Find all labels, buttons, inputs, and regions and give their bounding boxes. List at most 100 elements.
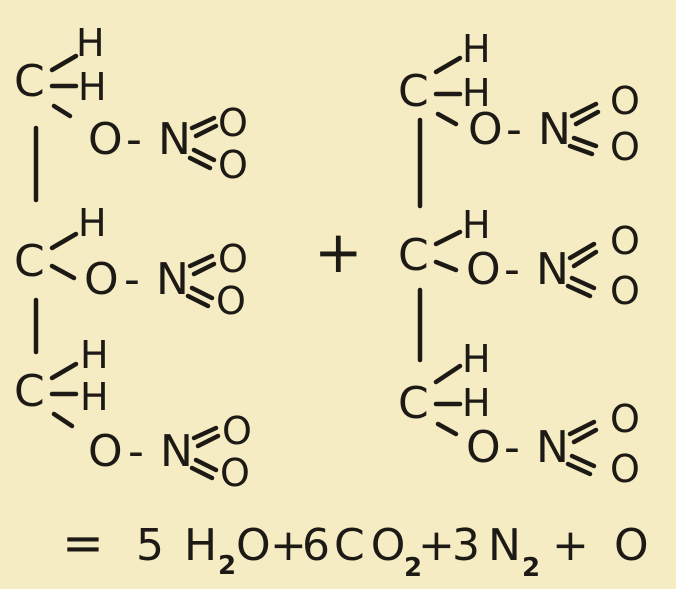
left-hydrogen-3a: H [80, 333, 109, 377]
left-bond-c1-o [51, 103, 73, 119]
left-dash-2: - [124, 254, 140, 305]
right-carbon-2: C [398, 230, 429, 281]
left-bond-n3-o-upper-b [195, 433, 221, 449]
product-water-formula: H [184, 520, 217, 571]
product-co2-subscript: 2 [404, 553, 422, 583]
left-bond-n2-o-upper-b [191, 261, 217, 277]
right-bond-n3-o-lower-b [565, 461, 593, 477]
right-dash-3: - [504, 422, 520, 473]
right-bond-c1-o [435, 111, 459, 127]
molecule-left: C H H O - N O O C H O - N O O C [14, 21, 252, 495]
right-bond-n2-o-upper-b [571, 249, 599, 269]
plus-sign: + [314, 218, 363, 286]
product-co2-coefficient: 6 [302, 520, 330, 571]
product-water-coefficient: 5 [136, 520, 164, 571]
left-bond-c1-h-upper [49, 53, 79, 73]
right-hydrogen-3b: H [462, 381, 491, 425]
right-nitro-oxygen-1a: O [610, 79, 640, 123]
right-bond-c2-o [433, 259, 459, 273]
left-bond-n2-o-lower-b [185, 293, 211, 309]
right-bond-n1-o-upper-b [573, 109, 601, 127]
right-bond-n2-o-upper-a [567, 241, 597, 261]
product-n2-formula: N [488, 520, 521, 571]
left-oxygen-2: O [84, 254, 119, 305]
left-bond-n1-o-lower-b [187, 155, 213, 171]
right-bond-c3-o [435, 421, 459, 437]
left-bond-c2-h [49, 231, 79, 251]
right-bond-n1-o-lower-b [567, 143, 595, 157]
left-bond-n3-o-upper-a [191, 425, 219, 441]
right-nitrogen-2: N [536, 244, 569, 295]
product-co2-formula: CO [334, 520, 411, 571]
left-oxygen-3: O [88, 426, 123, 477]
right-bond-c1-h-upper [433, 55, 463, 75]
right-nitrogen-1: N [538, 104, 571, 155]
right-hydrogen-1b: H [462, 71, 491, 115]
right-nitro-oxygen-1b: O [610, 125, 640, 169]
product-n2-subscript: 2 [522, 553, 540, 583]
left-bond-n1-o-lower-a [191, 147, 217, 163]
left-hydrogen-2: H [78, 201, 107, 245]
right-bond-c2-h [433, 229, 463, 247]
left-bond-n1-o-upper-b [193, 123, 219, 139]
left-nitrogen-3: N [160, 426, 193, 477]
right-oxygen-3: O [466, 422, 501, 473]
left-bond-n2-o-upper-a [187, 253, 215, 269]
right-bond-n1-o-lower-a [571, 135, 599, 149]
plus-sign-product-2: + [418, 520, 455, 571]
left-dash-3: - [128, 426, 144, 477]
left-bond-c2-o [49, 263, 77, 281]
left-nitro-oxygen-1b: O [218, 143, 248, 187]
product-water-tail: O [236, 520, 271, 571]
right-hydrogen-1a: H [462, 27, 491, 71]
right-bond-c3-h-upper [433, 363, 463, 385]
right-hydrogen-2: H [462, 203, 491, 247]
left-nitro-oxygen-3a: O [222, 409, 252, 453]
left-hydrogen-1a: H [76, 21, 105, 65]
left-nitrogen-2: N [156, 254, 189, 305]
right-bond-n3-o-upper-b [571, 427, 599, 445]
plus-sign-product-3: + [552, 520, 589, 571]
left-carbon-3: C [14, 366, 45, 417]
right-nitro-oxygen-2a: O [610, 219, 640, 263]
left-bond-n3-o-lower-a [193, 457, 219, 473]
right-bond-n3-o-upper-a [567, 419, 597, 437]
product-n2-coefficient: 3 [452, 520, 480, 571]
right-nitro-oxygen-3a: O [610, 397, 640, 441]
left-carbon-1: C [14, 56, 45, 107]
product-oxygen-formula: O [614, 520, 649, 571]
right-bond-n2-o-lower-a [569, 275, 597, 291]
left-oxygen-1: O [88, 114, 123, 165]
left-nitrogen-1: N [158, 114, 191, 165]
right-carbon-3: C [398, 378, 429, 429]
right-nitro-oxygen-2b: O [610, 269, 640, 313]
left-bond-c3-h-upper [49, 361, 79, 381]
left-nitro-oxygen-2b: O [216, 279, 246, 323]
right-hydrogen-3a: H [462, 337, 491, 381]
left-hydrogen-1b: H [78, 65, 107, 109]
left-bond-n1-o-upper-a [189, 115, 217, 131]
left-bond-c3-o [51, 411, 75, 429]
left-nitro-oxygen-1a: O [218, 101, 248, 145]
plus-sign-product-1: + [270, 520, 307, 571]
right-oxygen-2: O [466, 244, 501, 295]
left-bond-n3-o-lower-b [189, 465, 215, 481]
right-dash-2: - [504, 244, 520, 295]
left-carbon-2: C [14, 236, 45, 287]
right-oxygen-1: O [468, 104, 503, 155]
right-bond-n1-o-upper-a [569, 101, 599, 119]
left-nitro-oxygen-3b: O [220, 451, 250, 495]
left-bond-n2-o-lower-a [189, 285, 215, 301]
equals-sign: = [62, 514, 104, 572]
left-hydrogen-3b: H [80, 375, 109, 419]
products-equation: = 5 H 2 O + 6 CO 2 + 3 N 2 + O [62, 514, 649, 583]
left-dash-1: - [126, 114, 142, 165]
right-dash-1: - [506, 104, 522, 155]
right-nitro-oxygen-3b: O [610, 447, 640, 491]
right-nitrogen-3: N [536, 422, 569, 473]
molecule-right: C H H O - N O O C H O - N O O C [398, 27, 640, 491]
right-carbon-1: C [398, 66, 429, 117]
right-bond-n3-o-lower-a [569, 453, 597, 469]
